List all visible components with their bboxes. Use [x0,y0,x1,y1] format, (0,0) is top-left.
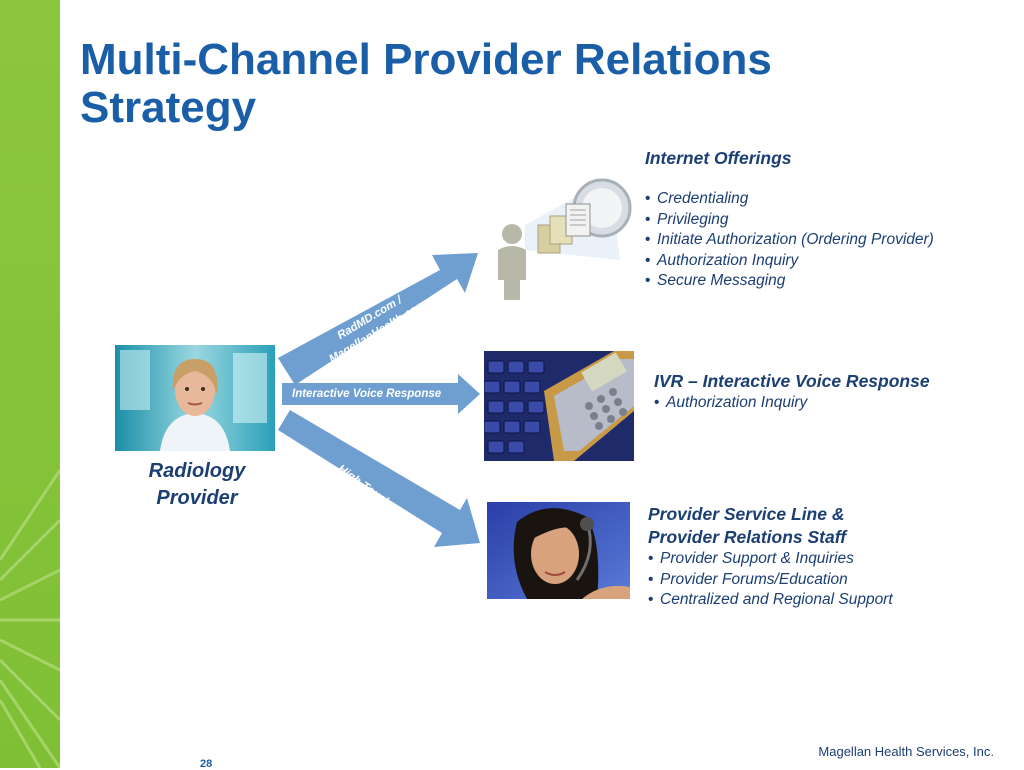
page-title: Multi-Channel Provider Relations Strateg… [80,36,840,132]
provider-service-heading-line-1: Provider Service Line & [648,504,845,524]
radiology-provider-photo [115,345,275,451]
phone-keypad-photo [484,351,634,461]
person-icon [502,224,522,244]
provider-service-section: Provider Service Line & Provider Relatio… [648,503,893,611]
green-sidebar [0,0,60,768]
footer-company-name: Magellan Health Services, Inc. [818,744,994,759]
list-item: Initiate Authorization (Ordering Provide… [645,230,934,251]
provider-label-line-1: Radiology [148,460,246,482]
ivr-heading: IVR – Interactive Voice Response [654,371,930,391]
provider-label-line-2: Provider [156,487,238,509]
list-item: Authorization Inquiry [654,393,930,414]
internet-offerings-section: Internet Offerings Credentialing Privile… [645,147,934,292]
page-number: 28 [200,758,213,770]
internet-offerings-list: Credentialing Privileging Initiate Autho… [645,189,934,292]
headset-operator-photo [487,502,630,599]
high-touch-arrow [278,410,480,547]
list-item: Authorization Inquiry [645,251,934,272]
internet-illustration [490,170,640,305]
ivr-list: Authorization Inquiry [654,393,930,414]
title-line-2: Strategy [80,83,257,132]
provider-service-heading-line-2: Provider Relations Staff [648,527,847,547]
provider-service-list: Provider Support & Inquiries Provider Fo… [648,549,893,611]
internet-offerings-heading: Internet Offerings [645,148,792,168]
internet-arrow [278,253,478,385]
provider-label: Radiology Provider [112,458,282,512]
title-line-1: Multi-Channel Provider Relations [80,35,772,84]
list-item: Secure Messaging [645,271,934,292]
list-item: Centralized and Regional Support [648,590,893,611]
list-item: Provider Support & Inquiries [648,549,893,570]
ivr-arrow [282,374,480,414]
ivr-section: IVR – Interactive Voice Response Authori… [654,370,930,414]
list-item: Privileging [645,210,934,231]
ivr-arrow-label: Interactive Voice Response [292,388,442,400]
sidebar-burst-decoration [0,469,60,768]
provider-service-heading: Provider Service Line & Provider Relatio… [648,503,893,549]
list-item: Credentialing [645,189,934,210]
list-item: Provider Forums/Education [648,570,893,591]
